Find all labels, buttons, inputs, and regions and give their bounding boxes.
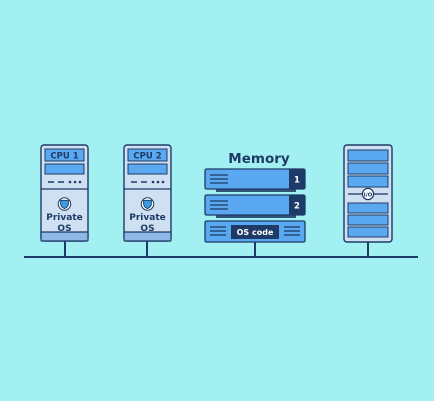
memory-title: Memory xyxy=(228,151,290,167)
cpu1-label-panel xyxy=(44,148,85,162)
cpu1-label: CPU 1 xyxy=(50,152,78,162)
cpu2-tower: CPU 2 Private OS xyxy=(123,144,172,242)
io-drive-bay xyxy=(347,175,389,188)
cpu1-led xyxy=(68,180,72,184)
io-tower: I/O xyxy=(343,144,393,243)
io-drive-bay xyxy=(347,202,389,214)
cpu2-label: CPU 2 xyxy=(133,152,161,162)
memory-slot-2-number: 2 xyxy=(294,202,300,212)
cpu2-led xyxy=(151,180,155,184)
memory-slot-2: 2 xyxy=(204,194,306,218)
cpu2-os-line1: Private xyxy=(129,213,165,223)
cpu1-os-line1: Private xyxy=(46,213,82,223)
cpu2-led xyxy=(161,180,165,184)
cpu1-os-line2: OS xyxy=(57,224,71,234)
cpu2-os-line2: OS xyxy=(140,224,154,234)
shield-icon xyxy=(140,197,155,211)
io-drive-bay xyxy=(347,162,389,175)
io-drive-bay xyxy=(347,226,389,238)
memory-os-code-segment: OS code xyxy=(204,220,306,243)
io-badge xyxy=(361,187,375,201)
io-label: I/O xyxy=(364,193,373,199)
cpu1-drive-bay xyxy=(44,163,85,175)
cpu1-led xyxy=(78,180,82,184)
io-drive-bay xyxy=(347,214,389,226)
memory-block: Memory 1 2 OS xyxy=(204,151,306,243)
cpu2-led xyxy=(156,180,160,184)
cpu1-tower: CPU 1 Private OS xyxy=(40,144,89,242)
os-code-label: OS code xyxy=(237,228,274,237)
memory-slot-1-number: 1 xyxy=(294,176,300,186)
cpu2-label-panel xyxy=(127,148,168,162)
memory-slot-1: 1 xyxy=(204,168,306,192)
cpu1-led xyxy=(73,180,77,184)
shield-icon xyxy=(57,197,72,211)
cpu2-drive-bay xyxy=(127,163,168,175)
io-drive-bay xyxy=(347,149,389,162)
